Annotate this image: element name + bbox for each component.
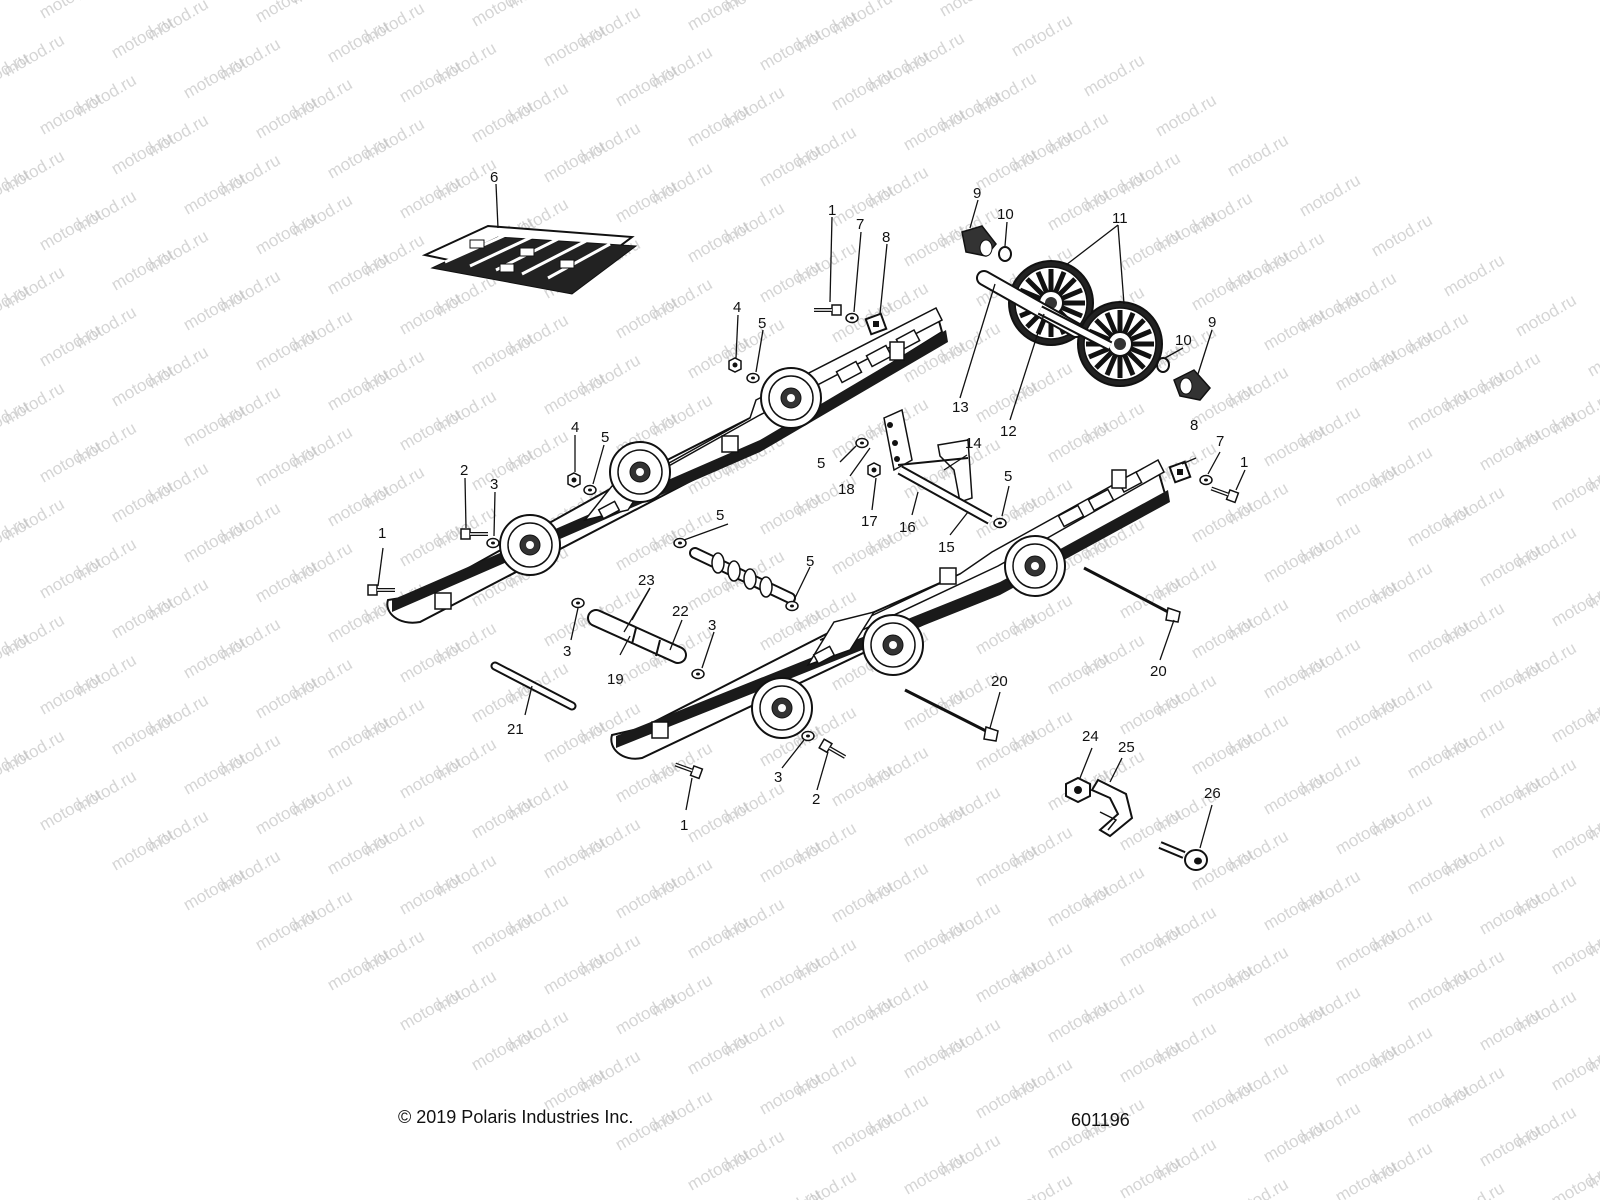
callout-3: 3	[563, 643, 571, 660]
callout-3: 3	[708, 617, 716, 634]
bolt-26	[1158, 841, 1208, 871]
idler-wheel-6	[1004, 535, 1066, 597]
callout-4: 4	[733, 299, 741, 316]
washer-5-a	[746, 372, 760, 384]
long-bolt-upper	[1083, 566, 1181, 623]
callout-13: 13	[952, 399, 969, 416]
callout-1: 1	[680, 817, 688, 834]
rear-bracket	[883, 408, 993, 525]
nut-24	[1065, 776, 1091, 804]
callout-20: 20	[1150, 663, 1167, 680]
idler-wheel-4	[751, 677, 813, 739]
callout-11: 11	[1112, 210, 1128, 227]
callout-23: 23	[638, 572, 655, 589]
idler-wheel-2	[609, 441, 671, 503]
callout-1: 1	[828, 202, 836, 219]
long-bolt-lower	[904, 688, 999, 742]
callout-3: 3	[774, 769, 782, 786]
rear-axle	[976, 270, 1113, 351]
washer-5-e	[785, 600, 799, 612]
bolt-1-lower	[671, 757, 705, 781]
nut-4-upper	[728, 357, 742, 373]
callout-5: 5	[758, 315, 766, 332]
copyright-text: © 2019 Polaris Industries Inc.	[398, 1107, 634, 1127]
ring-left	[998, 246, 1012, 262]
callout-20: 20	[991, 673, 1008, 690]
callout-26: 26	[1204, 785, 1221, 802]
callout-22: 22	[672, 603, 689, 620]
nut-4-lower	[567, 472, 581, 488]
plate-8-lower	[1168, 460, 1192, 484]
track-slide-part	[421, 224, 638, 295]
callout-8: 8	[1190, 417, 1198, 434]
callout-7: 7	[1216, 433, 1224, 450]
callout-18: 18	[838, 481, 855, 498]
callout-4: 4	[571, 419, 579, 436]
callout-16: 16	[899, 519, 916, 536]
callout-1: 1	[378, 525, 386, 542]
callout-8: 8	[882, 229, 890, 246]
washer-3-a	[571, 597, 585, 609]
leader-lines	[377, 183, 1246, 849]
callout-10: 10	[997, 206, 1014, 223]
washer-17	[867, 462, 881, 478]
washer-3-c	[691, 668, 705, 680]
callout-24: 24	[1082, 728, 1099, 745]
washer-3-b	[486, 537, 500, 549]
callout-7: 7	[856, 216, 864, 233]
wheel-cap-right	[1173, 369, 1211, 401]
clip-25	[1090, 778, 1134, 838]
callout-3: 3	[490, 476, 498, 493]
callout-2: 2	[460, 462, 468, 479]
idler-wheel-5	[862, 614, 924, 676]
callout-19: 19	[607, 671, 624, 688]
callout-5: 5	[601, 429, 609, 446]
callout-12: 12	[1000, 423, 1017, 440]
callouts: 6 1 7 8 9 10 11 10 9 13 12 14 4 5 4 5 2 …	[378, 169, 1248, 834]
middle-shaft	[587, 609, 687, 664]
callout-15: 15	[938, 539, 955, 556]
plate-8-upper	[864, 312, 888, 336]
washer-7-upper	[845, 312, 859, 324]
callout-1: 1	[1240, 454, 1248, 471]
washer-5-c	[855, 437, 869, 449]
callout-6: 6	[490, 169, 498, 186]
washer-3-d	[801, 730, 815, 742]
callout-21: 21	[507, 721, 524, 738]
bolt-1-right	[1207, 481, 1241, 505]
callout-9: 9	[973, 185, 981, 202]
wheel-cap-left	[961, 225, 997, 257]
rail-right	[610, 458, 1170, 760]
bolt-1-front	[366, 583, 397, 597]
callout-5: 5	[806, 553, 814, 570]
idler-wheel-3	[760, 367, 822, 429]
callout-5: 5	[716, 507, 724, 524]
front-shaft	[689, 547, 796, 604]
callout-25: 25	[1118, 739, 1135, 756]
rod-front	[490, 661, 577, 711]
washer-5-b	[583, 484, 597, 496]
bolt-2-lower	[817, 737, 850, 764]
callout-5: 5	[1004, 468, 1012, 485]
washer-5-f	[993, 517, 1007, 529]
callout-9: 9	[1208, 314, 1216, 331]
callout-2: 2	[812, 791, 820, 808]
idler-wheel-1	[499, 514, 561, 576]
diagram-number: 601196	[1071, 1110, 1130, 1130]
washer-7-lower	[1199, 474, 1213, 486]
callout-5: 5	[817, 455, 825, 472]
rear-wheel-2	[1078, 302, 1162, 386]
callout-14: 14	[965, 435, 982, 452]
ring-right	[1156, 357, 1170, 373]
bolt-2-upper	[459, 527, 490, 541]
callout-17: 17	[861, 513, 878, 530]
bolt-1-upper	[812, 303, 843, 317]
callout-10: 10	[1175, 332, 1192, 349]
